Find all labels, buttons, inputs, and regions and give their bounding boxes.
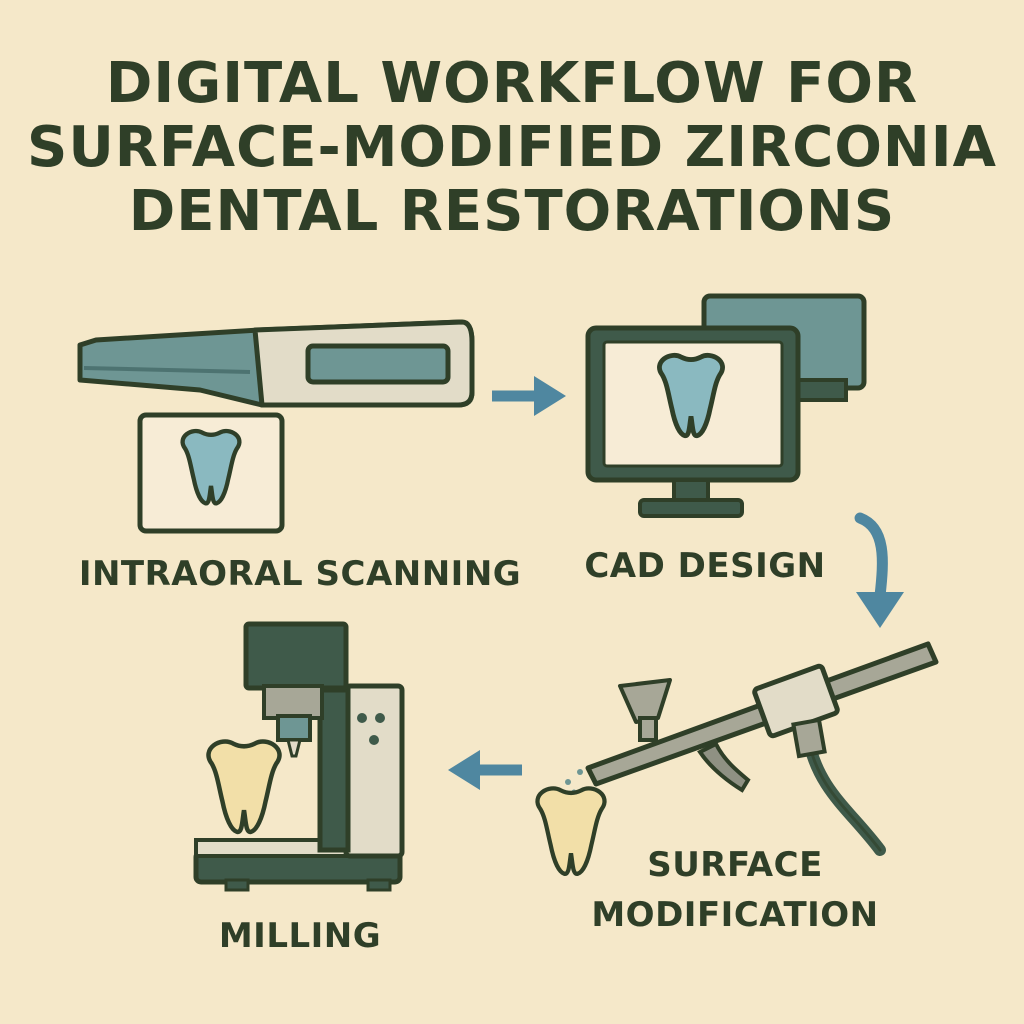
milling-machine-icon <box>193 621 405 892</box>
arrow-down-icon <box>854 512 904 628</box>
airbrush-sandblaster-icon <box>537 641 939 874</box>
title-line-2: SURFACE-MODIFIED ZIRCONIA <box>27 115 997 180</box>
computer-monitor-icon <box>585 293 867 518</box>
title-line-3: DENTAL RESTORATIONS <box>128 179 896 244</box>
step-label-milling: MILLING <box>218 916 382 956</box>
intraoral-scanner-icon <box>77 319 475 408</box>
tooth-icon <box>208 742 279 832</box>
step-label-intraoral-scanning: INTRAORAL SCANNING <box>78 554 522 594</box>
page-title: DIGITAL WORKFLOW FOR SURFACE-MODIFIED ZI… <box>0 52 1024 244</box>
step-label-line-2: MODIFICATION <box>591 895 879 935</box>
arrow-right-icon <box>492 376 566 416</box>
title-line-1: DIGITAL WORKFLOW FOR <box>105 51 919 116</box>
step-label-surface-modification: SURFACE MODIFICATION <box>590 840 880 940</box>
step-label-cad-design: CAD DESIGN <box>584 546 826 586</box>
arrow-left-icon <box>448 750 522 790</box>
scan-preview-card <box>137 412 285 534</box>
step-label-line-1: SURFACE <box>647 845 823 885</box>
